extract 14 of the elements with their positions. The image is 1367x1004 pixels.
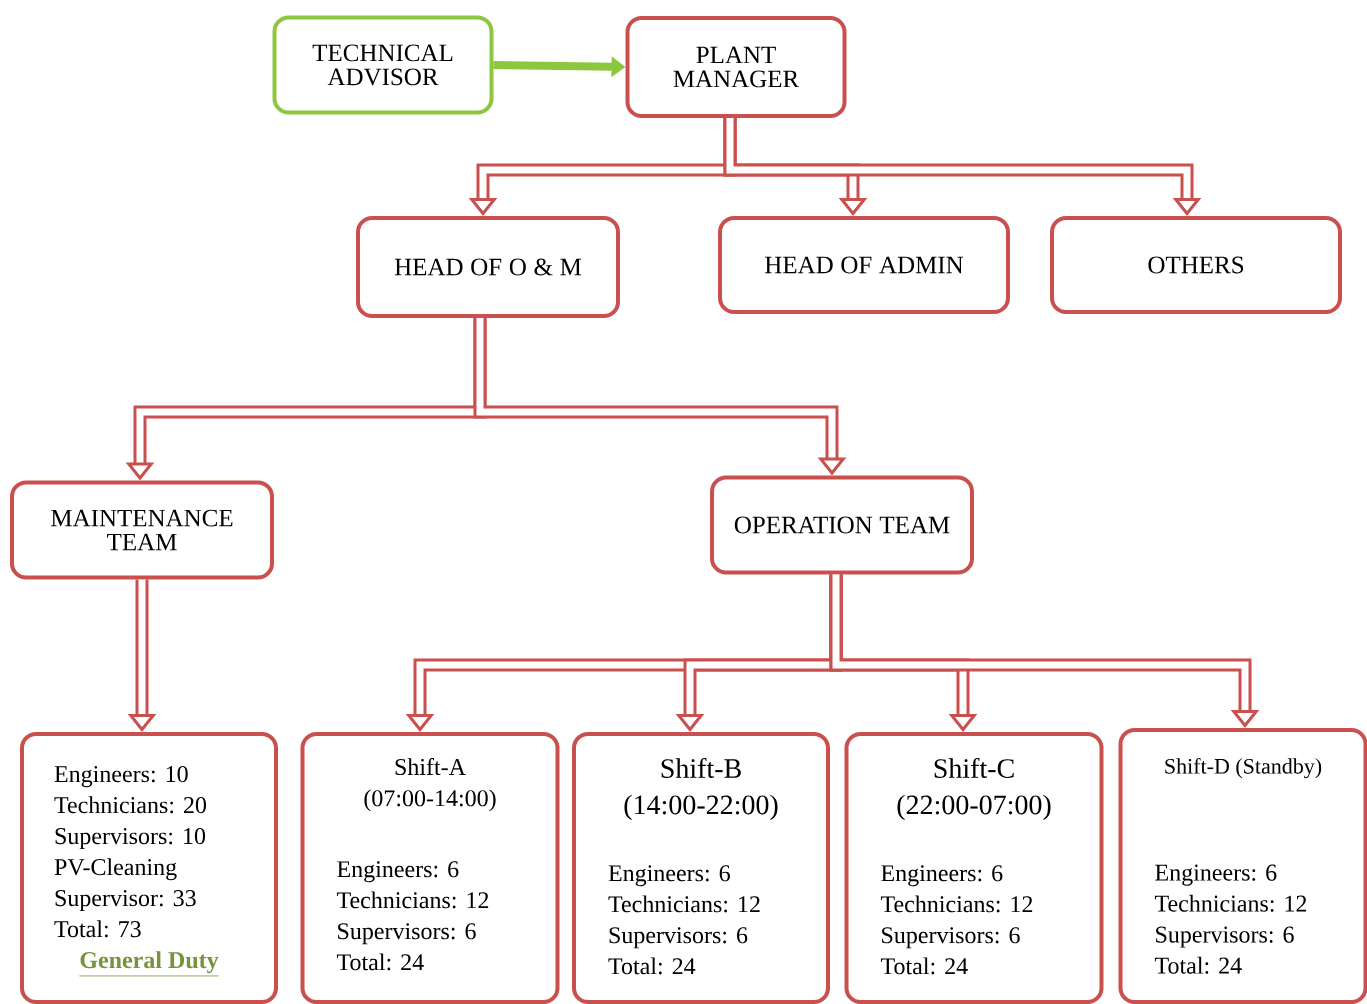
org-box: Shift-B (14:00-22:00) Engineers: 6 Technicians: 12 Supervisors: 6 Total: 24 [572,732,830,1004]
org-box: Shift-A (07:00-14:00) Engineers: 6 Technicians: 12 Supervisors: 6 Total: 24 [300,732,560,1004]
arrow [829,574,1260,728]
org-box: MAINTENANCE TEAM [10,480,274,580]
org-box: Shift-D (Standby) Engineers: 6 Technicians: 12 Supervisors: 6 Total: 24 [1118,728,1367,1004]
org-box: Shift-C (22:00-07:00) Engineers: 6 Technicians: 12 Supervisors: 6 Total: 24 [844,732,1104,1004]
arrow [723,118,1202,216]
org-box: HEAD OF ADMIN [718,216,1010,314]
org-box: OTHERS [1050,216,1342,314]
org-box: PLANT MANAGER [625,16,847,118]
org-box: TECHNICAL ADVISOR [272,15,494,115]
org-box: Engineers: 10 Technicians: 20 Supervisors: 10 PV-Cleaning Supervisor: 33 Total: 73 General Duty [20,732,278,1004]
org-box: OPERATION TEAM [710,475,974,575]
org-box: HEAD OF O & M [356,216,620,318]
